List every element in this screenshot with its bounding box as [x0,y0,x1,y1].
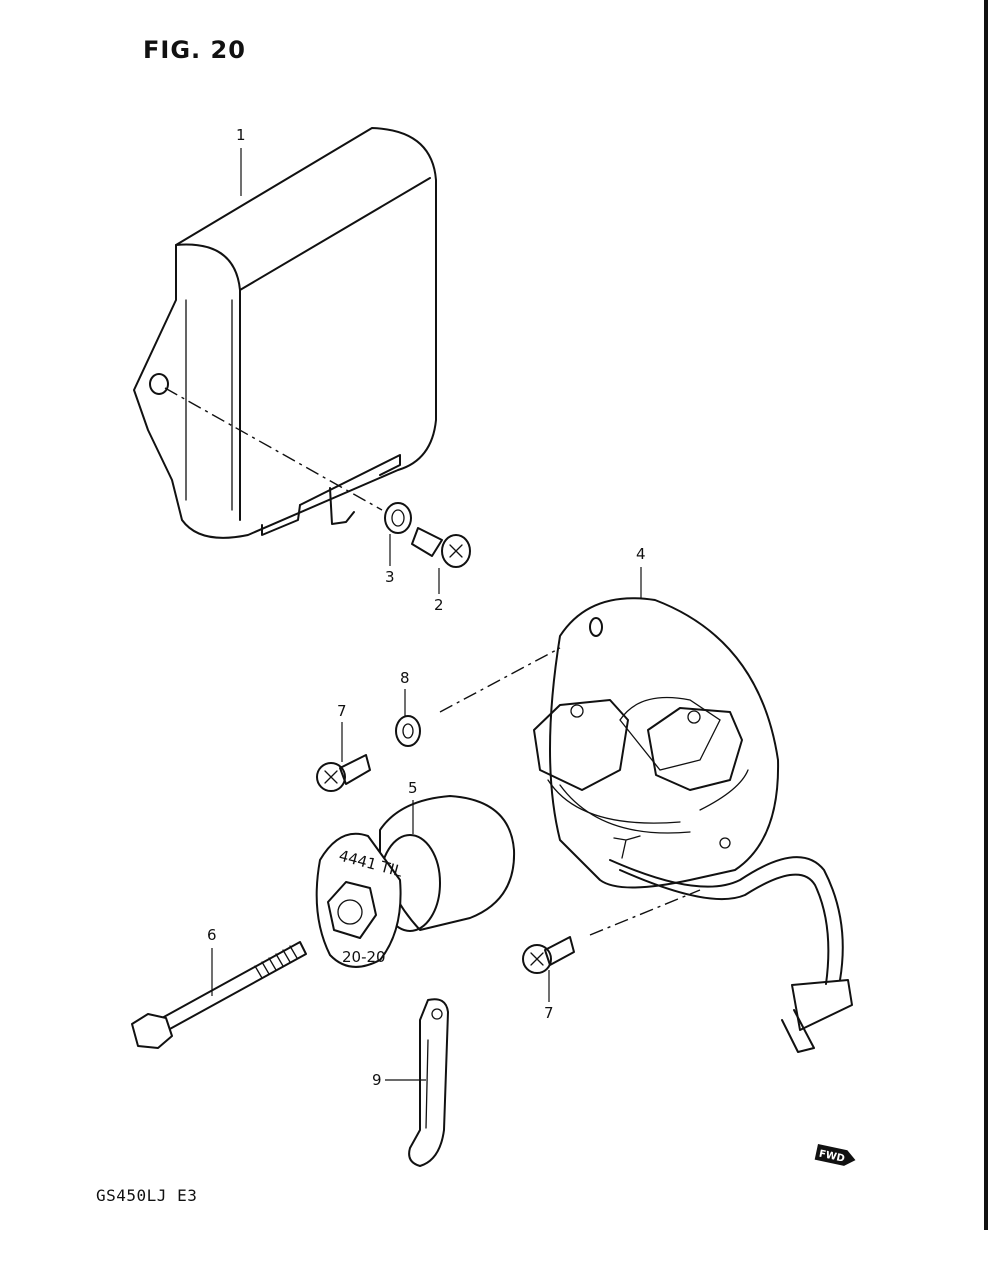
callout-7-upper: 7 [337,702,347,762]
part-3-lock-washer[interactable] [384,502,412,534]
svg-text:7: 7 [337,702,347,720]
svg-text:8: 8 [400,669,410,687]
part-1-igniter-unit[interactable] [133,127,437,539]
assembly-line-3 [589,889,701,936]
svg-text:FWD: FWD [818,1149,846,1165]
stamp-bottom: 20-20 [342,948,386,966]
svg-text:1: 1 [236,126,246,144]
svg-text:5: 5 [408,779,418,797]
svg-text:2: 2 [434,596,444,614]
fwd-arrow-icon: FWD [814,1144,856,1166]
part-2-screw[interactable] [411,527,471,568]
page-edge-rule [984,0,988,1230]
svg-text:7: 7 [544,1004,554,1022]
svg-text:6: 6 [207,926,217,944]
callout-4: 4 [636,545,646,598]
figure-title: FIG. 20 [143,36,246,64]
model-code: GS450LJ E3 [96,1186,198,1205]
assembly-line-2 [439,647,561,713]
part-9-clamp[interactable] [408,998,449,1167]
svg-text:3: 3 [385,568,395,586]
callout-1: 1 [236,126,246,196]
svg-text:9: 9 [372,1071,382,1089]
callout-9: 9 [372,1071,426,1089]
callout-2: 2 [434,568,444,614]
callout-3: 3 [385,534,395,586]
callout-8: 8 [400,669,410,716]
callout-6: 6 [207,926,217,996]
part-6-bolt[interactable] [131,941,307,1049]
part-4-pickup-base-plate[interactable] [533,597,853,1053]
svg-text:4: 4 [636,545,646,563]
part-8-washer[interactable] [395,715,421,747]
part-5-advancer-rotor[interactable]: 4441 TIL 20-20 [315,795,516,968]
callout-5: 5 [408,779,418,834]
part-7-screw-upper[interactable] [316,754,371,792]
callout-7-lower: 7 [544,970,554,1022]
part-7-screw-lower[interactable] [522,936,575,974]
